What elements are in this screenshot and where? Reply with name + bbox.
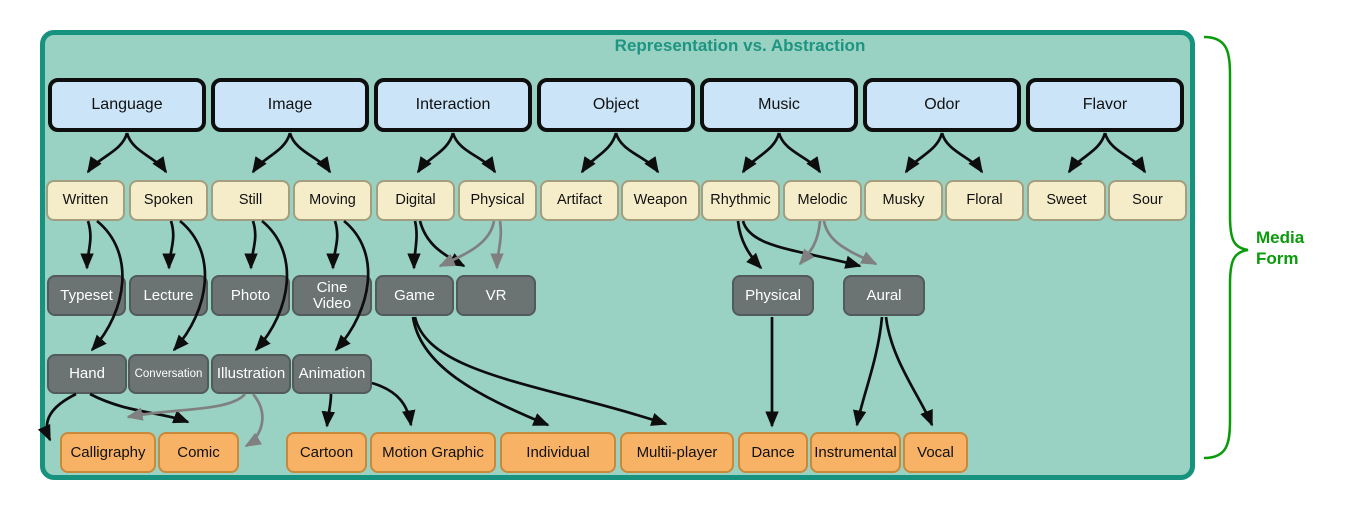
- node-individual: Individual: [500, 432, 616, 473]
- node-cartoon: Cartoon: [286, 432, 367, 473]
- node-interaction: Interaction: [374, 78, 532, 132]
- node-musky: Musky: [864, 180, 943, 221]
- node-instrumental: Instrumental: [810, 432, 901, 473]
- node-odor: Odor: [863, 78, 1021, 132]
- node-game: Game: [375, 275, 454, 316]
- node-physical-m: Physical: [732, 275, 814, 316]
- media-form-line2: Form: [1256, 249, 1299, 268]
- node-artifact: Artifact: [540, 180, 619, 221]
- node-typeset: Typeset: [47, 275, 126, 316]
- node-dance: Dance: [738, 432, 808, 473]
- node-floral: Floral: [945, 180, 1024, 221]
- node-spoken: Spoken: [129, 180, 208, 221]
- node-written: Written: [46, 180, 125, 221]
- node-still: Still: [211, 180, 290, 221]
- node-rhythmic: Rhythmic: [701, 180, 780, 221]
- node-weapon: Weapon: [621, 180, 700, 221]
- node-flavor: Flavor: [1026, 78, 1184, 132]
- node-cine-video: Cine Video: [292, 275, 372, 316]
- node-music: Music: [700, 78, 858, 132]
- node-hand: Hand: [47, 354, 127, 394]
- node-illustration: Illustration: [211, 354, 291, 394]
- node-calligraphy: Calligraphy: [60, 432, 156, 473]
- node-vocal: Vocal: [903, 432, 968, 473]
- node-image: Image: [211, 78, 369, 132]
- media-form-brace: [1203, 35, 1249, 460]
- node-vr: VR: [456, 275, 536, 316]
- node-multii-player: Multii-player: [620, 432, 734, 473]
- node-conversation: Conversation: [128, 354, 209, 394]
- node-animation: Animation: [292, 354, 372, 394]
- node-lecture: Lecture: [129, 275, 208, 316]
- node-aural: Aural: [843, 275, 925, 316]
- node-moving: Moving: [293, 180, 372, 221]
- node-sweet: Sweet: [1027, 180, 1106, 221]
- node-object: Object: [537, 78, 695, 132]
- media-form-line1: Media: [1256, 228, 1305, 247]
- node-motion-graphic: Motion Graphic: [370, 432, 496, 473]
- node-photo: Photo: [211, 275, 290, 316]
- diagram-title: Representation vs. Abstraction: [614, 36, 866, 55]
- node-physical-i: Physical: [458, 180, 537, 221]
- node-digital: Digital: [376, 180, 455, 221]
- node-language: Language: [48, 78, 206, 132]
- node-melodic: Melodic: [783, 180, 862, 221]
- node-sour: Sour: [1108, 180, 1187, 221]
- node-comic: Comic: [158, 432, 239, 473]
